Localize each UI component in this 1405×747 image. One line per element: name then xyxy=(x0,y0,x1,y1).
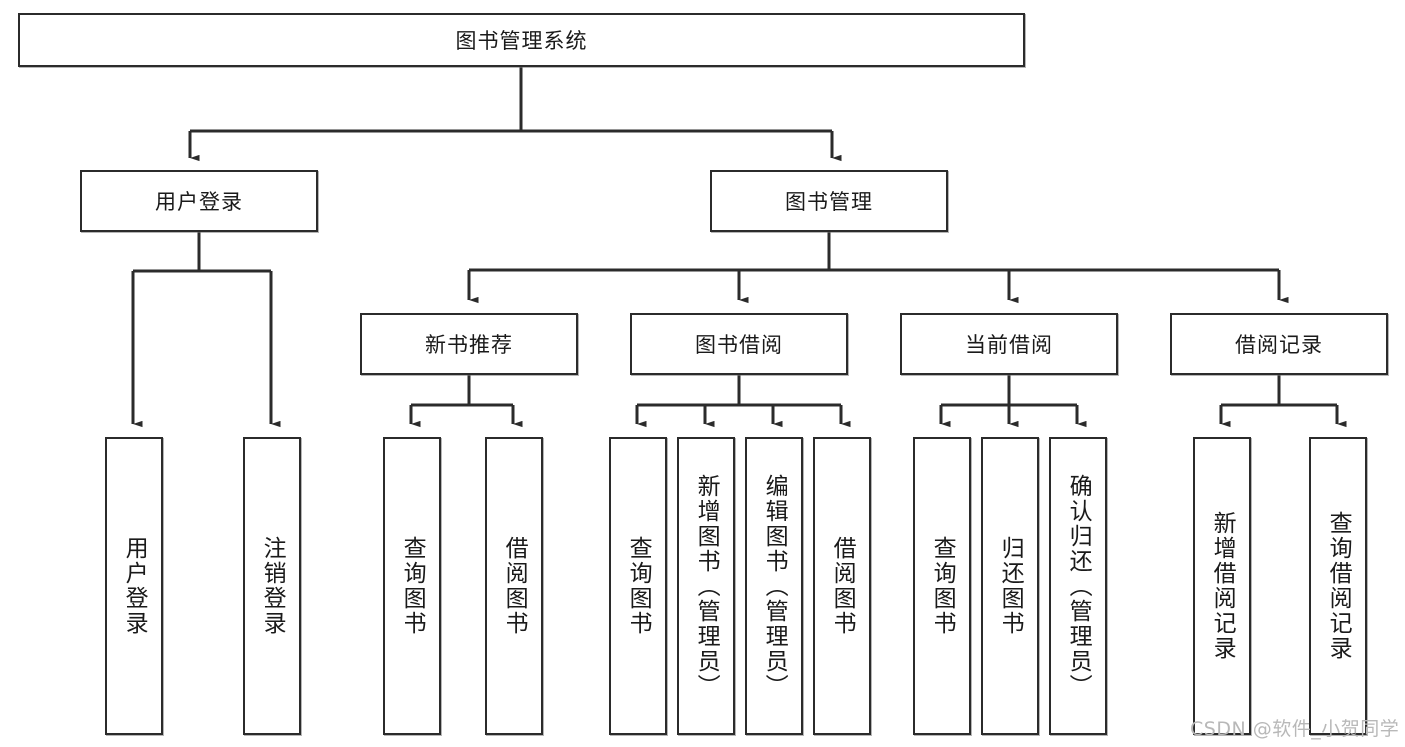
node-current-borrow[interactable]: 当前借阅 xyxy=(900,313,1118,375)
leaf-query-book-recommend-label: 查询图书 xyxy=(399,536,426,636)
node-book-management[interactable]: 图书管理 xyxy=(710,170,948,232)
node-book-borrow[interactable]: 图书借阅 xyxy=(630,313,848,375)
node-user-login[interactable]: 用户登录 xyxy=(80,170,318,232)
csdn-watermark: CSDN @软件_小贺同学 xyxy=(1190,718,1400,740)
node-borrow-record[interactable]: 借阅记录 xyxy=(1170,313,1388,375)
node-user-login-label: 用户登录 xyxy=(155,190,243,214)
leaf-logout[interactable]: 注销登录 xyxy=(243,437,301,735)
node-new-book-recommend[interactable]: 新书推荐 xyxy=(360,313,578,375)
leaf-add-borrow-record-label: 新增借阅记录 xyxy=(1209,511,1236,661)
node-book-borrow-label: 图书借阅 xyxy=(695,333,783,357)
leaf-query-book-borrow[interactable]: 查询图书 xyxy=(609,437,667,735)
leaf-add-book-admin-label: 新增图书（管理员） xyxy=(693,473,720,699)
node-current-borrow-label: 当前借阅 xyxy=(965,333,1053,357)
node-new-book-recommend-label: 新书推荐 xyxy=(425,333,513,357)
leaf-edit-book-admin-label: 编辑图书（管理员） xyxy=(761,473,788,699)
leaf-user-login-label: 用户登录 xyxy=(121,536,148,636)
leaf-return-book-label: 归还图书 xyxy=(997,536,1024,636)
node-root-label: 图书管理系统 xyxy=(455,29,588,53)
leaf-borrow-book-label: 借阅图书 xyxy=(829,536,856,636)
leaf-query-borrow-record[interactable]: 查询借阅记录 xyxy=(1309,437,1367,735)
leaf-confirm-return-admin-label: 确认归还（管理员） xyxy=(1065,473,1092,699)
leaf-query-book-recommend[interactable]: 查询图书 xyxy=(383,437,441,735)
leaf-return-book[interactable]: 归还图书 xyxy=(981,437,1039,735)
leaf-confirm-return-admin[interactable]: 确认归还（管理员） xyxy=(1049,437,1107,735)
leaf-query-borrow-record-label: 查询借阅记录 xyxy=(1325,511,1352,661)
leaf-add-borrow-record[interactable]: 新增借阅记录 xyxy=(1193,437,1251,735)
leaf-edit-book-admin[interactable]: 编辑图书（管理员） xyxy=(745,437,803,735)
leaf-borrow-book[interactable]: 借阅图书 xyxy=(813,437,871,735)
leaf-user-login[interactable]: 用户登录 xyxy=(105,437,163,735)
leaf-borrow-book-recommend-label: 借阅图书 xyxy=(501,536,528,636)
node-book-management-label: 图书管理 xyxy=(785,190,873,214)
node-borrow-record-label: 借阅记录 xyxy=(1235,333,1323,357)
leaf-query-book-current-label: 查询图书 xyxy=(929,536,956,636)
node-root[interactable]: 图书管理系统 xyxy=(18,13,1025,67)
leaf-query-book-borrow-label: 查询图书 xyxy=(625,536,652,636)
leaf-borrow-book-recommend[interactable]: 借阅图书 xyxy=(485,437,543,735)
leaf-logout-label: 注销登录 xyxy=(259,536,286,636)
leaf-query-book-current[interactable]: 查询图书 xyxy=(913,437,971,735)
leaf-add-book-admin[interactable]: 新增图书（管理员） xyxy=(677,437,735,735)
